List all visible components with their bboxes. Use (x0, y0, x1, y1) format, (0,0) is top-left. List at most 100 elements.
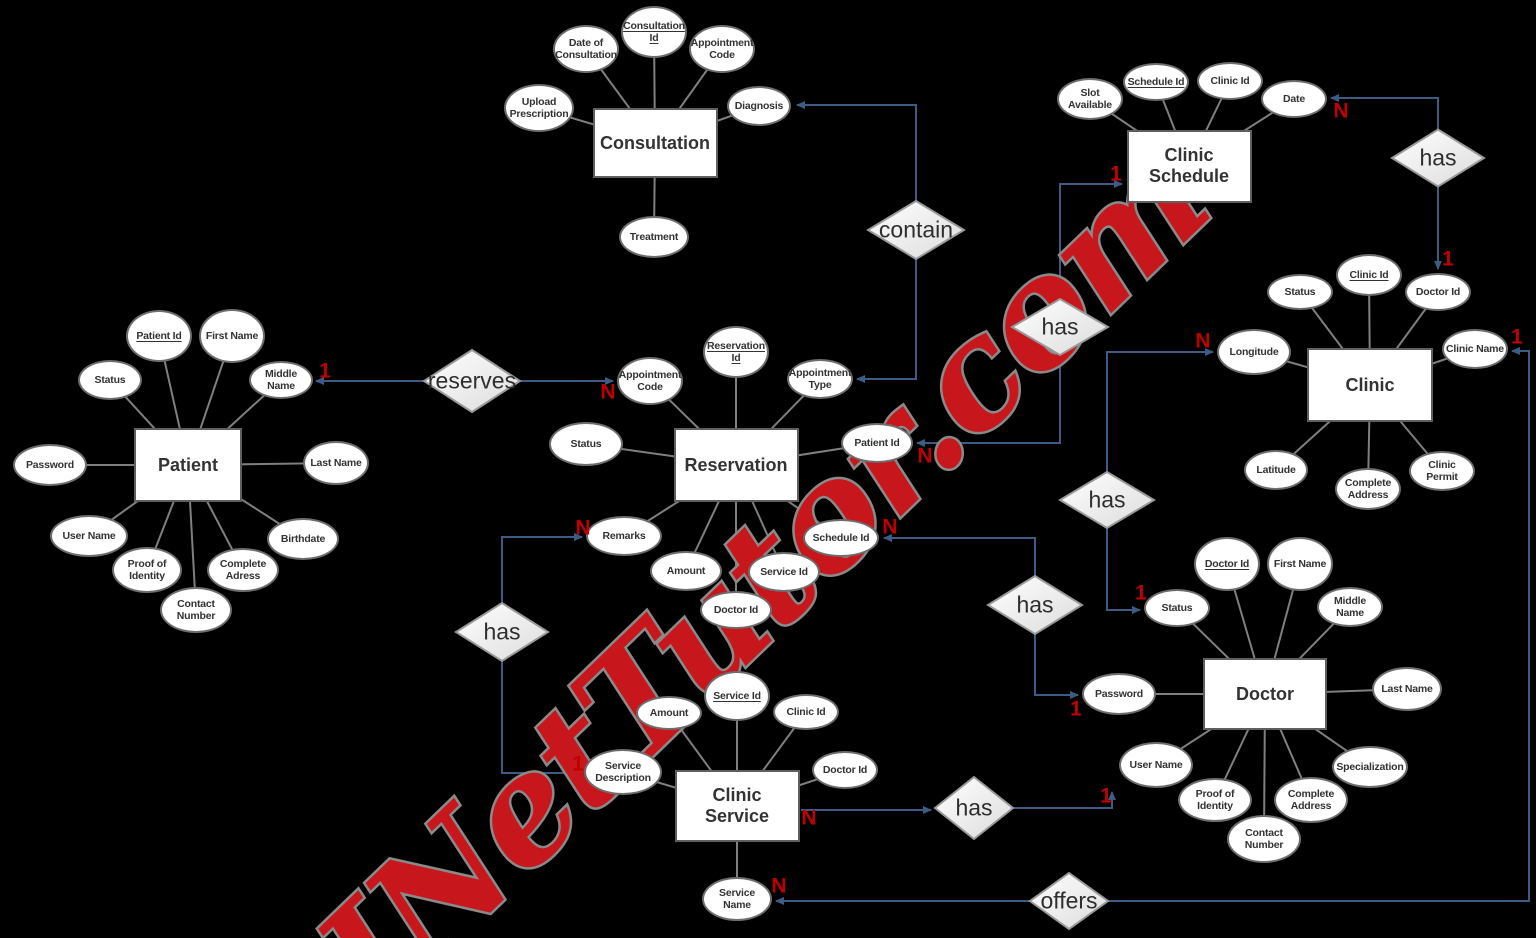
attribute-label: Birthdate (280, 532, 326, 545)
attribute-patient-status: Status (78, 360, 142, 400)
relationship-diamond-contain (866, 199, 966, 261)
attribute-label: Schedule Id (1127, 75, 1185, 88)
attribute-consultation-treatment: Treatment (619, 216, 689, 258)
relationship-edge (916, 355, 1061, 447)
cardinality-label: N (1333, 99, 1349, 123)
relationship-edge (501, 661, 581, 777)
attribute-doctor-doctor-id: Doctor Id (1194, 537, 1260, 591)
attribute-label: Last Name (310, 456, 362, 469)
attribute-label: Diagnosis (734, 99, 784, 112)
attribute-doctor-contact-number: Contact Number (1227, 815, 1301, 863)
attribute-patient-first-name: First Name (199, 309, 265, 363)
entity-clinic_service: Clinic Service (674, 770, 800, 842)
attribute-label: Specialization (1336, 760, 1404, 773)
relationship-edge (1059, 180, 1123, 299)
attribute-reservation-status: Status (549, 422, 623, 466)
attribute-label: Doctor Id (1204, 557, 1250, 570)
attribute-clinic_schedule-clinic-id: Clinic Id (1197, 62, 1263, 100)
attribute-label: Longitude (1229, 345, 1279, 358)
attribute-label: Date of Consultation (555, 36, 617, 61)
attribute-label: Complete Adress (219, 557, 267, 582)
attribute-clinic-complete-address: Complete Address (1335, 468, 1401, 510)
attribute-reservation-remarks: Remarks (586, 516, 662, 556)
attribute-patient-birthdate: Birthdate (267, 518, 339, 560)
attribute-label: User Name (62, 529, 116, 542)
relationship-diamond-has-doctor-service (933, 775, 1015, 841)
entity-clinic_schedule: Clinic Schedule (1126, 129, 1252, 203)
relationship-diamond-has-doctor-reservation (986, 574, 1084, 636)
relationship-edge (796, 101, 917, 201)
attribute-clinic_service-amount: Amount (636, 696, 702, 730)
cardinality-label: 1 (1100, 784, 1112, 808)
attribute-label: Clinic Id (1349, 268, 1389, 281)
attribute-clinic_service-service-description: Service Description (584, 749, 662, 795)
attribute-label: Last Name (1381, 682, 1433, 695)
attribute-label: Appointment Type (788, 366, 852, 391)
attribute-clinic_schedule-schedule-id: Schedule Id (1123, 63, 1189, 101)
attribute-label: Proof of Identity (127, 557, 167, 582)
attribute-patient-user-name: User Name (50, 515, 128, 557)
attribute-doctor-status: Status (1144, 589, 1210, 627)
attribute-consultation-consultation-id: Consultation Id (621, 6, 687, 58)
attribute-label: Service Id (713, 689, 761, 702)
cardinality-label: N (917, 444, 933, 468)
attribute-reservation-appointment-code: Appointment Code (617, 357, 683, 405)
attribute-label: Contact Number (1244, 826, 1284, 851)
attribute-label: Service Name (719, 886, 755, 911)
attribute-label: Latitude (1256, 463, 1296, 476)
attribute-consultation-diagnosis: Diagnosis (727, 86, 791, 126)
attribute-label: Clinic Name (1446, 342, 1504, 355)
attribute-doctor-middle-name: Middle Name (1317, 587, 1383, 627)
relationship-edge (1013, 791, 1116, 809)
cardinality-label: 1 (1511, 325, 1523, 349)
attribute-patient-proof-of-identity: Proof of Identity (112, 547, 182, 593)
attribute-patient-contact-number: Contact Number (160, 587, 232, 633)
cardinality-label: N (1195, 329, 1211, 353)
relationship-edge (1034, 634, 1079, 699)
attribute-patient-patient-id: Patient Id (126, 310, 192, 362)
relationship-diamond-reserves (422, 348, 522, 414)
cardinality-label: 1 (319, 359, 331, 383)
attribute-clinic_service-clinic-id: Clinic Id (773, 694, 839, 730)
cardinality-label: N (882, 515, 898, 539)
attribute-reservation-appointment-type: Appointment Type (787, 359, 853, 399)
attribute-label: First Name (1273, 557, 1327, 570)
attribute-doctor-first-name: First Name (1267, 537, 1333, 591)
attribute-label: Consultation Id (623, 19, 685, 44)
attribute-consultation-appointment-code: Appointment Code (689, 25, 755, 73)
attribute-clinic_service-service-id: Service Id (704, 671, 770, 721)
attribute-doctor-specialization: Specialization (1332, 746, 1408, 788)
relationship-diamond-has-clinic-schedule (1390, 128, 1486, 188)
attribute-label: Treatment (629, 230, 679, 243)
relationship-label-contain: contain (878, 216, 954, 243)
attribute-label: Middle Name (1333, 594, 1367, 619)
relationship-label-has-clinic-schedule: has (1419, 144, 1457, 171)
entity-reservation: Reservation (673, 428, 799, 502)
attribute-doctor-complete-address: Complete Address (1274, 777, 1348, 823)
attribute-clinic-doctor-id: Doctor Id (1405, 273, 1471, 311)
attribute-label: Clinic Id (1210, 74, 1250, 87)
cardinality-label: N (600, 380, 616, 404)
attribute-clinic-clinic-permit: Clinic Permit (1409, 451, 1475, 491)
attribute-label: Status (570, 437, 602, 450)
attribute-label: Upload Prescription (509, 95, 569, 120)
attribute-label: Amount (666, 564, 706, 577)
attribute-clinic_schedule-slot-available: Slot Available (1057, 78, 1123, 120)
attribute-label: Clinic Id (786, 705, 826, 718)
attribute-label: Status (94, 373, 126, 386)
attribute-label: First Name (205, 329, 259, 342)
attribute-label: Doctor Id (713, 603, 759, 616)
attribute-patient-complete-adress: Complete Adress (207, 548, 279, 592)
relationship-label-has-doctor-reservation: has (1016, 591, 1054, 618)
attribute-reservation-doctor-id: Doctor Id (700, 591, 772, 629)
attribute-label: Date (1283, 92, 1305, 105)
attribute-label: Status (1284, 285, 1316, 298)
attribute-label: Contact Number (176, 597, 216, 622)
cardinality-label: 1 (1442, 247, 1454, 271)
cardinality-label: N (575, 516, 591, 540)
attribute-label: Password (1094, 687, 1143, 700)
relationship-edge (856, 259, 917, 383)
attribute-label: Complete Address (1287, 787, 1335, 812)
